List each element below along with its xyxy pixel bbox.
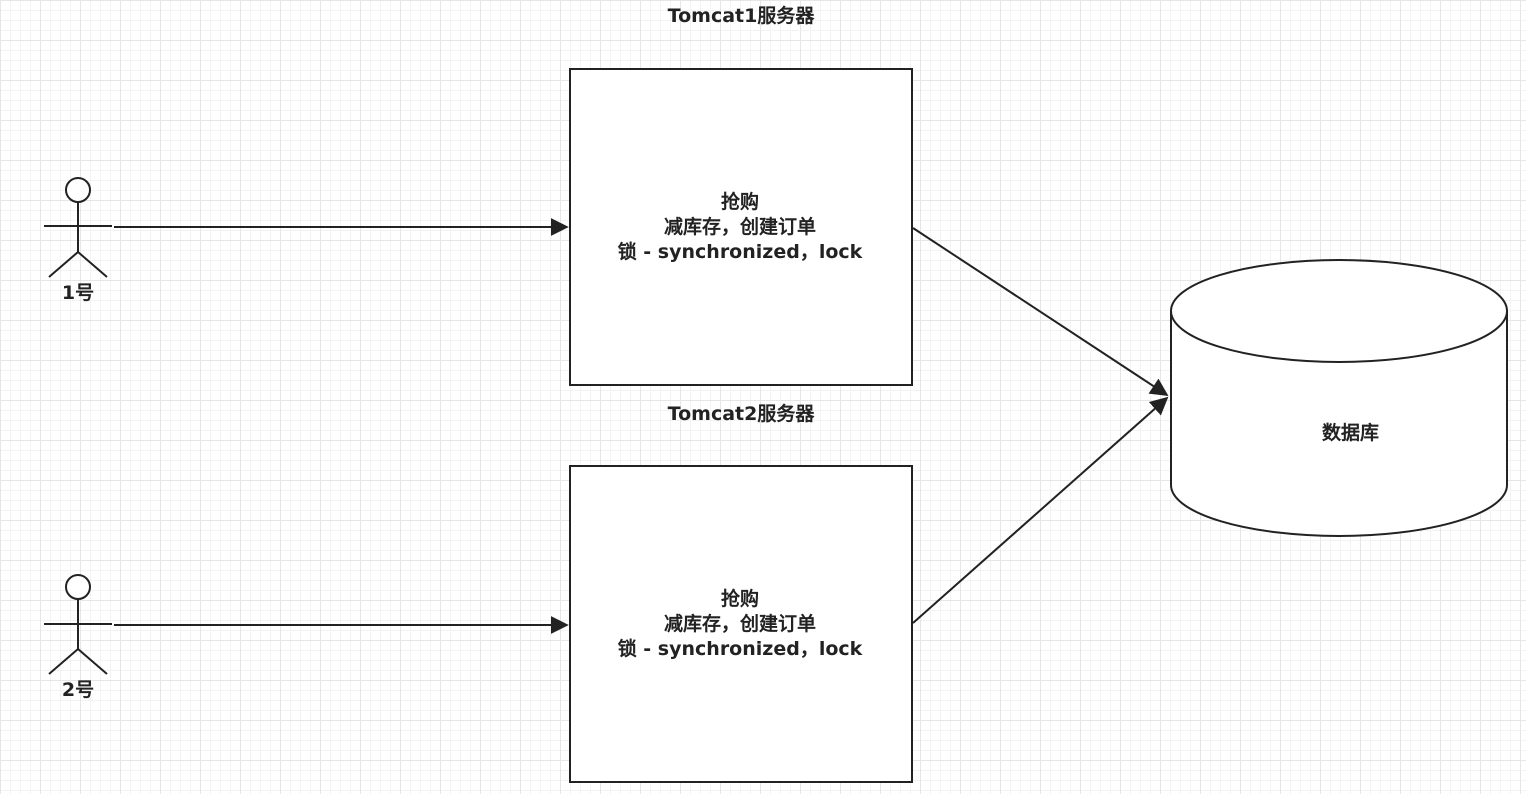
arrow-server1-to-db[interactable] <box>912 227 1169 396</box>
server-2-line-3: 锁 - synchronized，lock <box>617 638 863 660</box>
server-1-box[interactable] <box>569 68 913 386</box>
server-2-line-2: 减库存，创建订单 <box>663 613 816 635</box>
server-1-line-2: 减库存，创建订单 <box>663 216 816 238</box>
server-2-text: 抢购 减库存，创建订单 锁 - synchronized，lock <box>590 587 890 662</box>
database-cylinder[interactable] <box>1170 259 1508 537</box>
actor-2-label: 2号 <box>61 679 95 701</box>
server-1-title: Tomcat1服务器 <box>667 5 815 27</box>
server-1-text: 抢购 减库存，创建订单 锁 - synchronized，lock <box>590 190 890 265</box>
server-1-line-1: 抢购 <box>720 191 759 213</box>
server-2-line-1: 抢购 <box>720 588 759 610</box>
arrow-server2-to-db[interactable] <box>912 396 1169 624</box>
server-2-box[interactable] <box>569 465 913 783</box>
actor-1-figure[interactable] <box>44 177 112 278</box>
actor-2-figure[interactable] <box>44 574 112 675</box>
server-1-line-3: 锁 - synchronized，lock <box>617 241 863 263</box>
server-2-title: Tomcat2服务器 <box>667 403 815 425</box>
actor-1-label: 1号 <box>61 282 95 304</box>
database-label: 数据库 <box>1322 422 1380 444</box>
